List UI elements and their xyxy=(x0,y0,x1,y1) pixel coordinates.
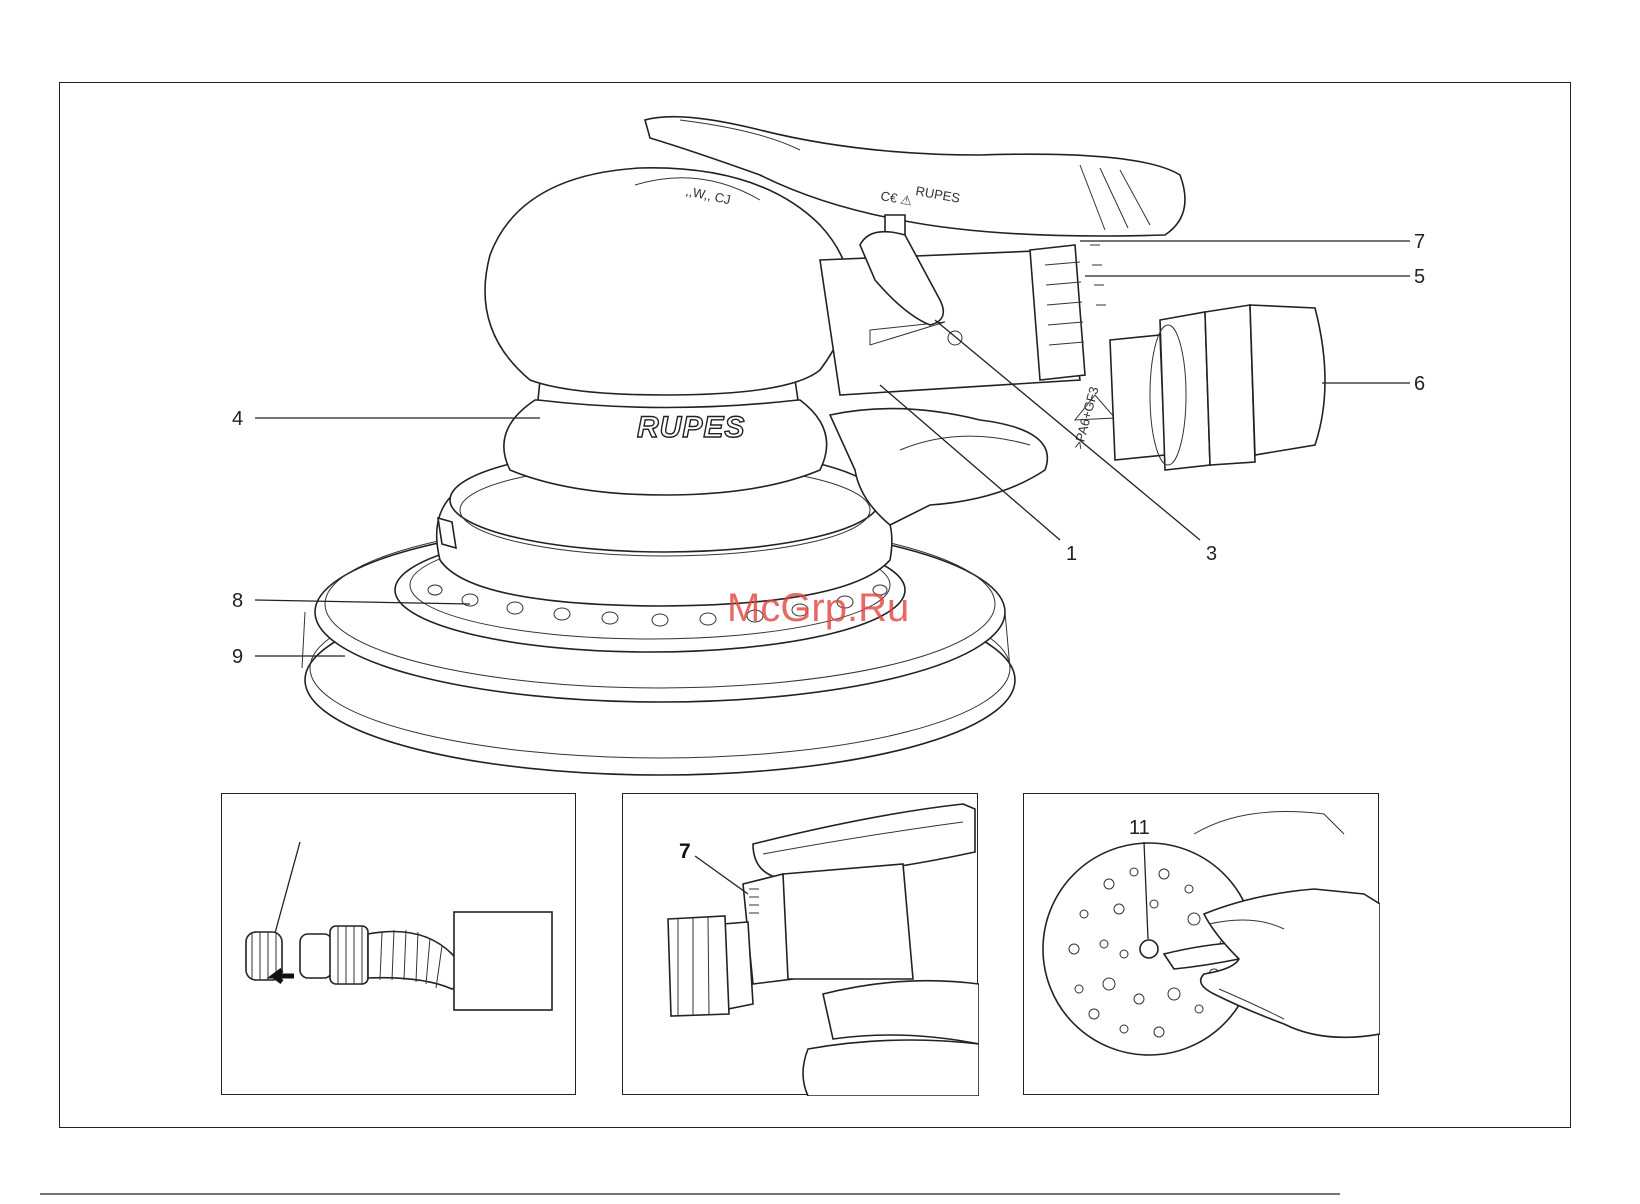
inset-pad: 11 xyxy=(1023,793,1379,1095)
callout-4: 4 xyxy=(232,408,243,430)
callout-8: 8 xyxy=(232,590,243,612)
material-mark: >PA6+GF3 xyxy=(1070,385,1101,451)
lever-drawing: 7 xyxy=(623,794,979,1096)
dome-head: ,,W,, CJ xyxy=(485,168,850,395)
lever-callout-7: 7 xyxy=(679,840,691,863)
hose-drawing xyxy=(222,794,577,1096)
callout-6: 6 xyxy=(1414,373,1425,395)
callout-9: 9 xyxy=(232,646,243,668)
inset-hose xyxy=(221,793,576,1095)
callout-1: 1 xyxy=(1066,543,1077,565)
watermark: McGrp.Ru xyxy=(727,586,909,630)
callout-7: 7 xyxy=(1414,231,1425,253)
pad-callout-11: 11 xyxy=(1129,817,1150,839)
inset-lever: 7 xyxy=(622,793,978,1095)
brand-logo-text: RUPES xyxy=(637,411,745,444)
callout-5: 5 xyxy=(1414,266,1425,288)
pad-drawing: 11 xyxy=(1024,794,1380,1096)
callout-3: 3 xyxy=(1206,543,1217,565)
dust-port xyxy=(1110,305,1325,470)
